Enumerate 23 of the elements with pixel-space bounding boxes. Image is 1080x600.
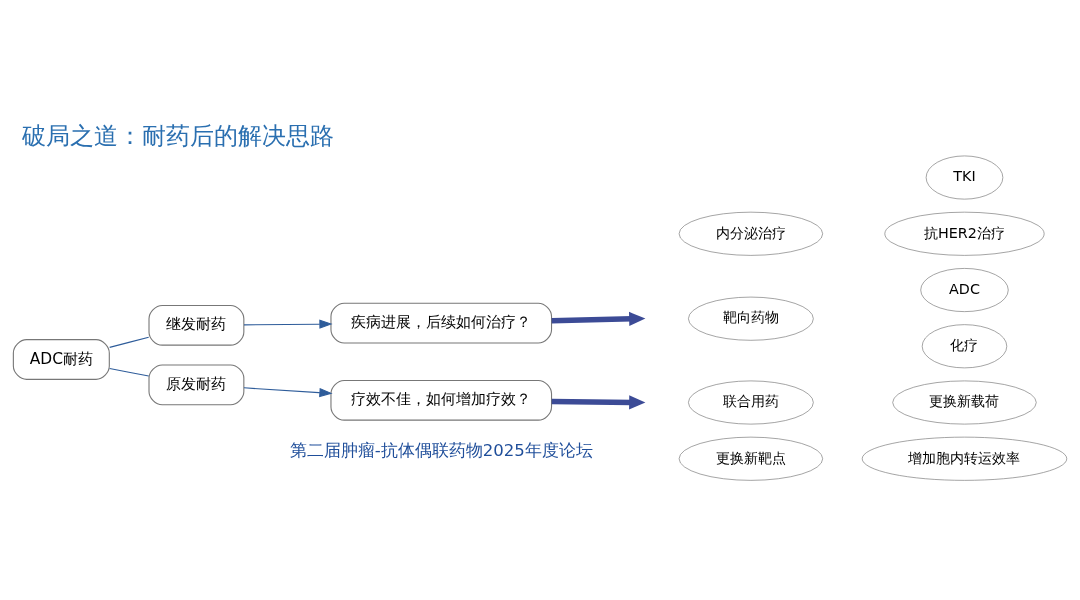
connector <box>109 367 150 377</box>
node-ellipse: 更换新靶点 <box>678 436 824 481</box>
node-box: 疗效不佳，如何增加疗效？ <box>330 379 553 421</box>
node-box: 原发耐药 <box>148 363 245 405</box>
node-ellipse: 靶向药物 <box>688 296 814 341</box>
node-ellipse: 更换新载荷 <box>892 380 1037 424</box>
node-box: ADC耐药 <box>12 338 110 380</box>
node-ellipse: 内分泌治疗 <box>678 211 824 256</box>
arrow <box>243 319 333 329</box>
label: 第二届肿瘤-抗体偶联药物2025年度论坛 <box>289 440 593 460</box>
arrow <box>551 311 646 326</box>
node-ellipse: 联合用药 <box>688 380 814 424</box>
node-ellipse: 增加胞内转运效率 <box>861 436 1068 481</box>
diagram-title: 破局之道：耐药后的解决思路 <box>22 120 335 150</box>
node-box: 疾病进展，后续如何治疗？ <box>330 302 553 343</box>
node-ellipse: 化疗 <box>921 323 1008 368</box>
node-ellipse: ADC <box>920 267 1009 312</box>
arrow <box>243 386 333 397</box>
node-ellipse: 抗HER2治疗 <box>884 211 1045 256</box>
node-ellipse: TKI <box>925 155 1004 199</box>
arrow <box>551 394 646 409</box>
connector <box>109 336 150 348</box>
node-box: 继发耐药 <box>148 304 245 346</box>
